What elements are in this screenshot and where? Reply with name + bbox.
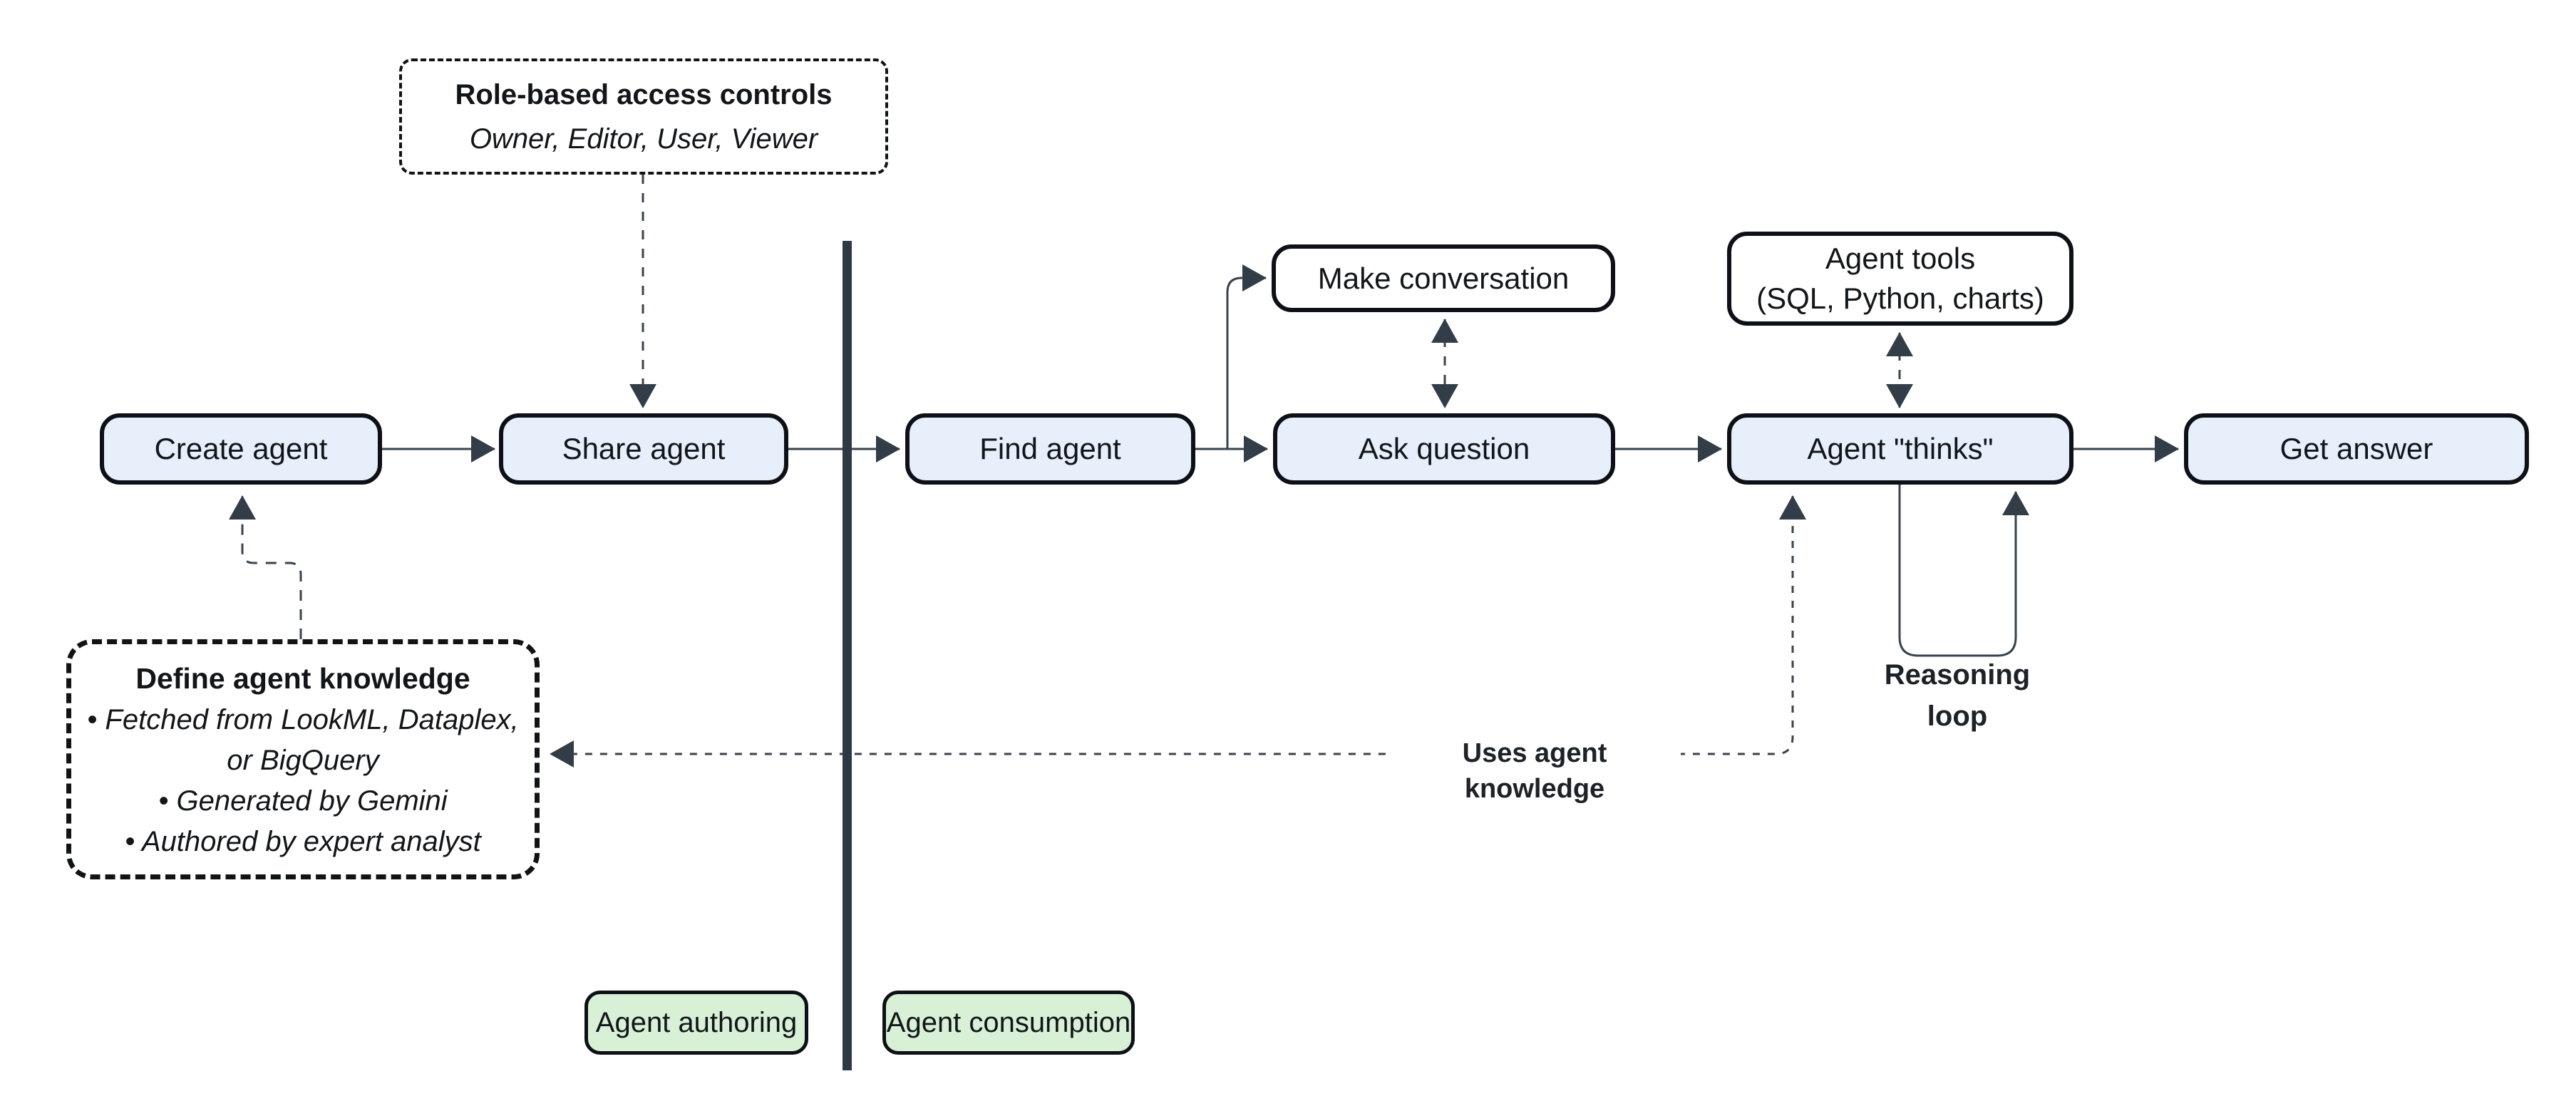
knowledge-bullet-1: • Fetched from LookML, Dataplex, xyxy=(87,703,519,735)
edge-knowledge-to-create xyxy=(229,495,302,639)
knowledge-bullet-3: • Authored by expert analyst xyxy=(125,825,481,857)
node-make-conversation: Make conversation xyxy=(1272,244,1615,312)
role-access-subtitle: Owner, Editor, User, Viewer xyxy=(469,123,818,155)
node-make-conversation-label: Make conversation xyxy=(1317,261,1570,295)
node-agent-thinks: Agent "thinks" xyxy=(1727,413,2073,485)
node-agent-tools: Agent tools (SQL, Python, charts) xyxy=(1727,232,2073,326)
define-agent-knowledge-callout: Define agent knowledge • Fetched from Lo… xyxy=(66,639,540,879)
role-access-title: Role-based access controls xyxy=(455,78,833,110)
node-get-answer: Get answer xyxy=(2184,413,2529,485)
knowledge-bullet-1-wrap: or BigQuery xyxy=(227,744,379,776)
authoring-consumption-divider xyxy=(843,241,852,1070)
uses-agent-knowledge-label: Uses agent knowledge xyxy=(1389,735,1681,807)
node-find-agent-label: Find agent xyxy=(979,432,1121,465)
node-agent-tools-line2: (SQL, Python, charts) xyxy=(1756,281,2044,315)
role-based-access-callout: Role-based access controls Owner, Editor… xyxy=(399,58,888,175)
node-share-agent-label: Share agent xyxy=(562,432,726,465)
section-agent-consumption-label: Agent consumption xyxy=(886,1006,1131,1038)
node-ask-question-label: Ask question xyxy=(1358,432,1530,465)
reasoning-loop-line1: Reasoning xyxy=(1884,659,2031,691)
node-create-agent: Create agent xyxy=(100,413,382,485)
knowledge-bullet-2: • Generated by Gemini xyxy=(158,785,448,817)
node-share-agent: Share agent xyxy=(499,413,788,485)
node-get-answer-label: Get answer xyxy=(2279,432,2433,465)
edge-uses-agent-knowledge xyxy=(550,495,1806,768)
node-agent-thinks-label: Agent "thinks" xyxy=(1807,432,1994,465)
section-agent-authoring: Agent authoring xyxy=(584,991,808,1055)
node-ask-question: Ask question xyxy=(1273,413,1615,485)
node-find-agent: Find agent xyxy=(905,413,1195,485)
section-agent-authoring-label: Agent authoring xyxy=(595,1006,798,1038)
node-create-agent-label: Create agent xyxy=(154,432,328,465)
knowledge-title: Define agent knowledge xyxy=(135,661,470,695)
node-agent-tools-line1: Agent tools xyxy=(1825,242,1976,275)
reasoning-loop-label: Reasoning loop xyxy=(1882,654,2033,737)
edge-reasoning-loop xyxy=(1898,485,2029,657)
section-agent-consumption: Agent consumption xyxy=(882,991,1135,1055)
edge-branch-to-make-conversation xyxy=(1226,264,1267,449)
reasoning-loop-line2: loop xyxy=(1927,701,1988,732)
